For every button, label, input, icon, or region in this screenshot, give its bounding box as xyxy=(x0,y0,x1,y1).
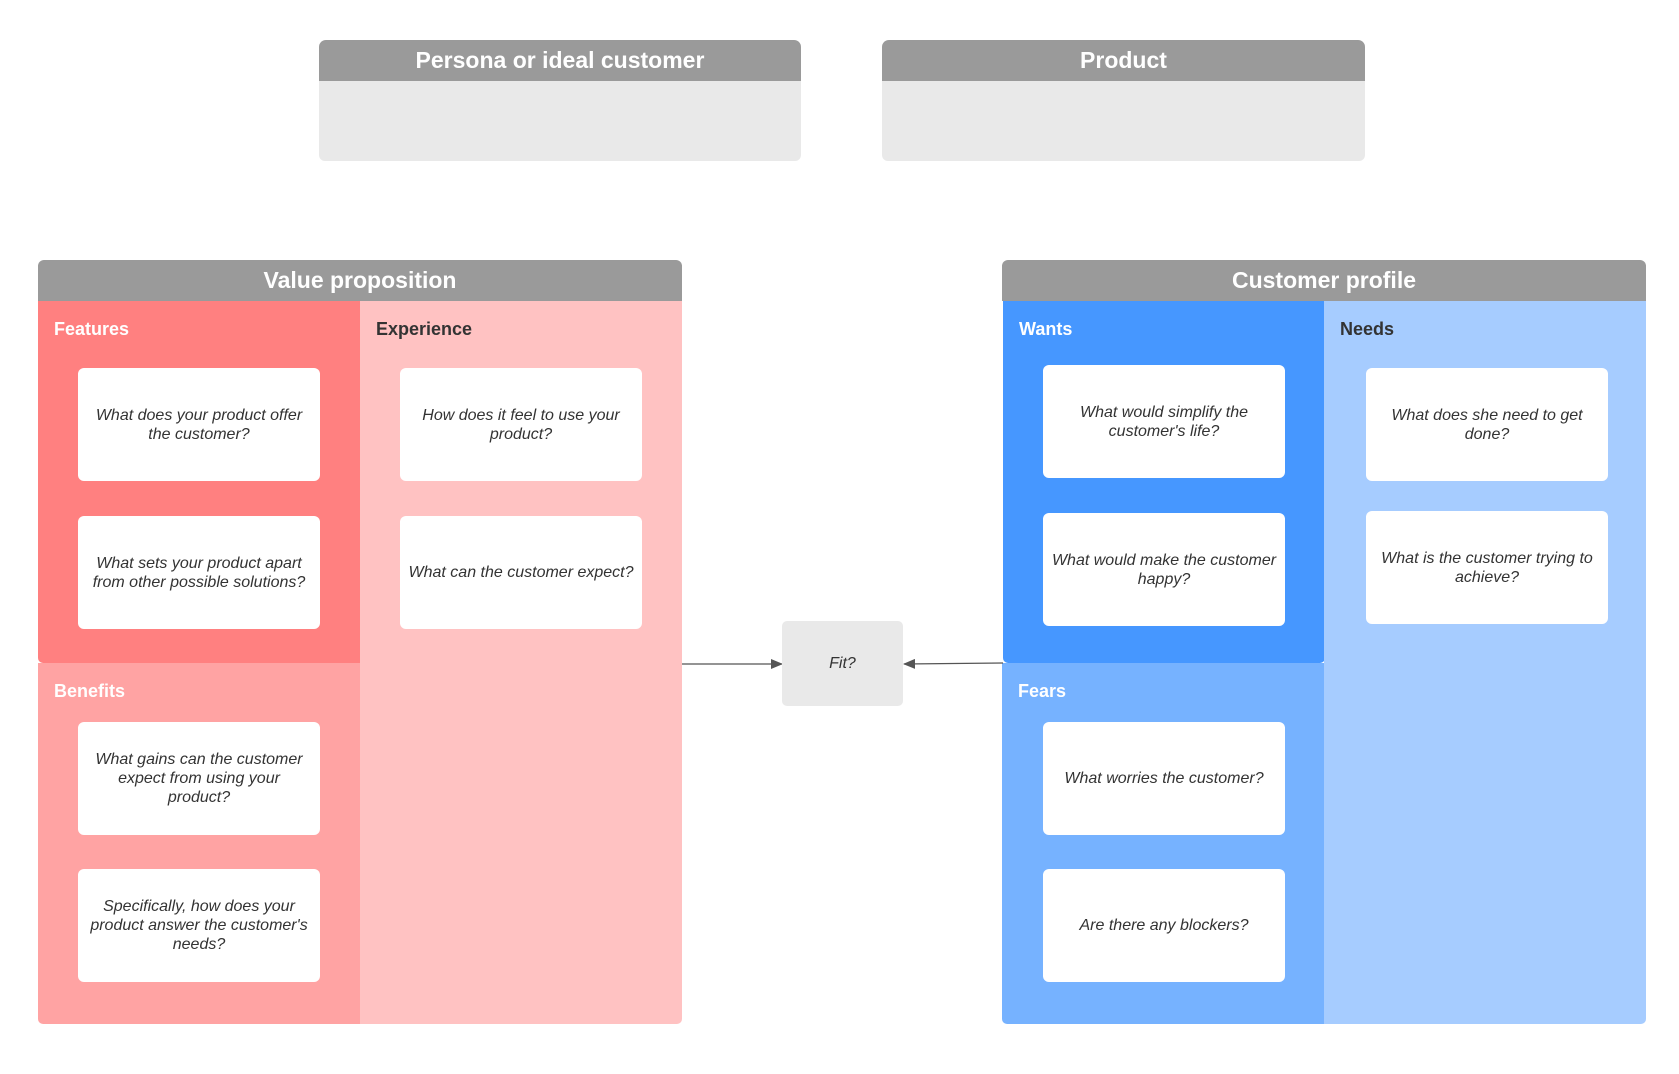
features-title: Features xyxy=(54,319,130,339)
value-proposition-title: Value proposition xyxy=(263,267,457,293)
fears-title: Fears xyxy=(1018,681,1067,701)
experience-title: Experience xyxy=(376,319,473,339)
experience-panel: Experience How does it feel to use your … xyxy=(360,301,682,1024)
fears-card-2[interactable]: Are there any blockers? xyxy=(1043,869,1285,982)
benefits-title: Benefits xyxy=(54,681,126,701)
value-proposition-header: Value proposition xyxy=(38,260,682,301)
customer-to-fit-arrow xyxy=(903,658,1004,669)
needs-card-1[interactable]: What does she need to get done? xyxy=(1366,368,1608,481)
wants-card-2[interactable]: What would make the customer happy? xyxy=(1043,513,1285,626)
experience-card-1[interactable]: How does it feel to use your product? xyxy=(400,368,642,481)
needs-title: Needs xyxy=(1340,319,1395,339)
experience-card-2[interactable]: What can the customer expect? xyxy=(400,516,642,629)
needs-card-2[interactable]: What is the customer trying to achieve? xyxy=(1366,511,1608,624)
persona-header: Persona or ideal customer xyxy=(319,40,801,81)
customer-profile-title: Customer profile xyxy=(1231,267,1417,293)
persona-title: Persona or ideal customer xyxy=(415,47,705,73)
needs-panel: Needs What does she need to get done? Wh… xyxy=(1324,301,1646,1024)
wants-card-1[interactable]: What would simplify the customer's life? xyxy=(1043,365,1285,478)
customer-profile-header: Customer profile xyxy=(1002,260,1646,301)
fears-panel: Fears What worries the customer? Are the… xyxy=(1002,663,1324,1024)
features-card-1[interactable]: What does your product offer the custome… xyxy=(78,368,320,481)
wants-panel: Wants What would simplify the customer's… xyxy=(1003,301,1325,663)
persona-content-box[interactable] xyxy=(319,81,801,161)
product-header: Product xyxy=(882,40,1365,81)
fears-card-1[interactable]: What worries the customer? xyxy=(1043,722,1285,835)
fit-label: Fit? xyxy=(829,654,856,672)
fit-box[interactable]: Fit? xyxy=(782,621,903,706)
benefits-card-1[interactable]: What gains can the customer expect from … xyxy=(78,722,320,835)
features-card-2[interactable]: What sets your product apart from other … xyxy=(78,516,320,629)
wants-title: Wants xyxy=(1019,319,1073,339)
product-content-box[interactable] xyxy=(882,81,1365,161)
product-title: Product xyxy=(1080,47,1167,73)
features-panel: Features What does your product offer th… xyxy=(38,301,360,663)
benefits-panel: Benefits What gains can the customer exp… xyxy=(38,663,360,1024)
benefits-card-2[interactable]: Specifically, how does your product answ… xyxy=(78,869,320,982)
